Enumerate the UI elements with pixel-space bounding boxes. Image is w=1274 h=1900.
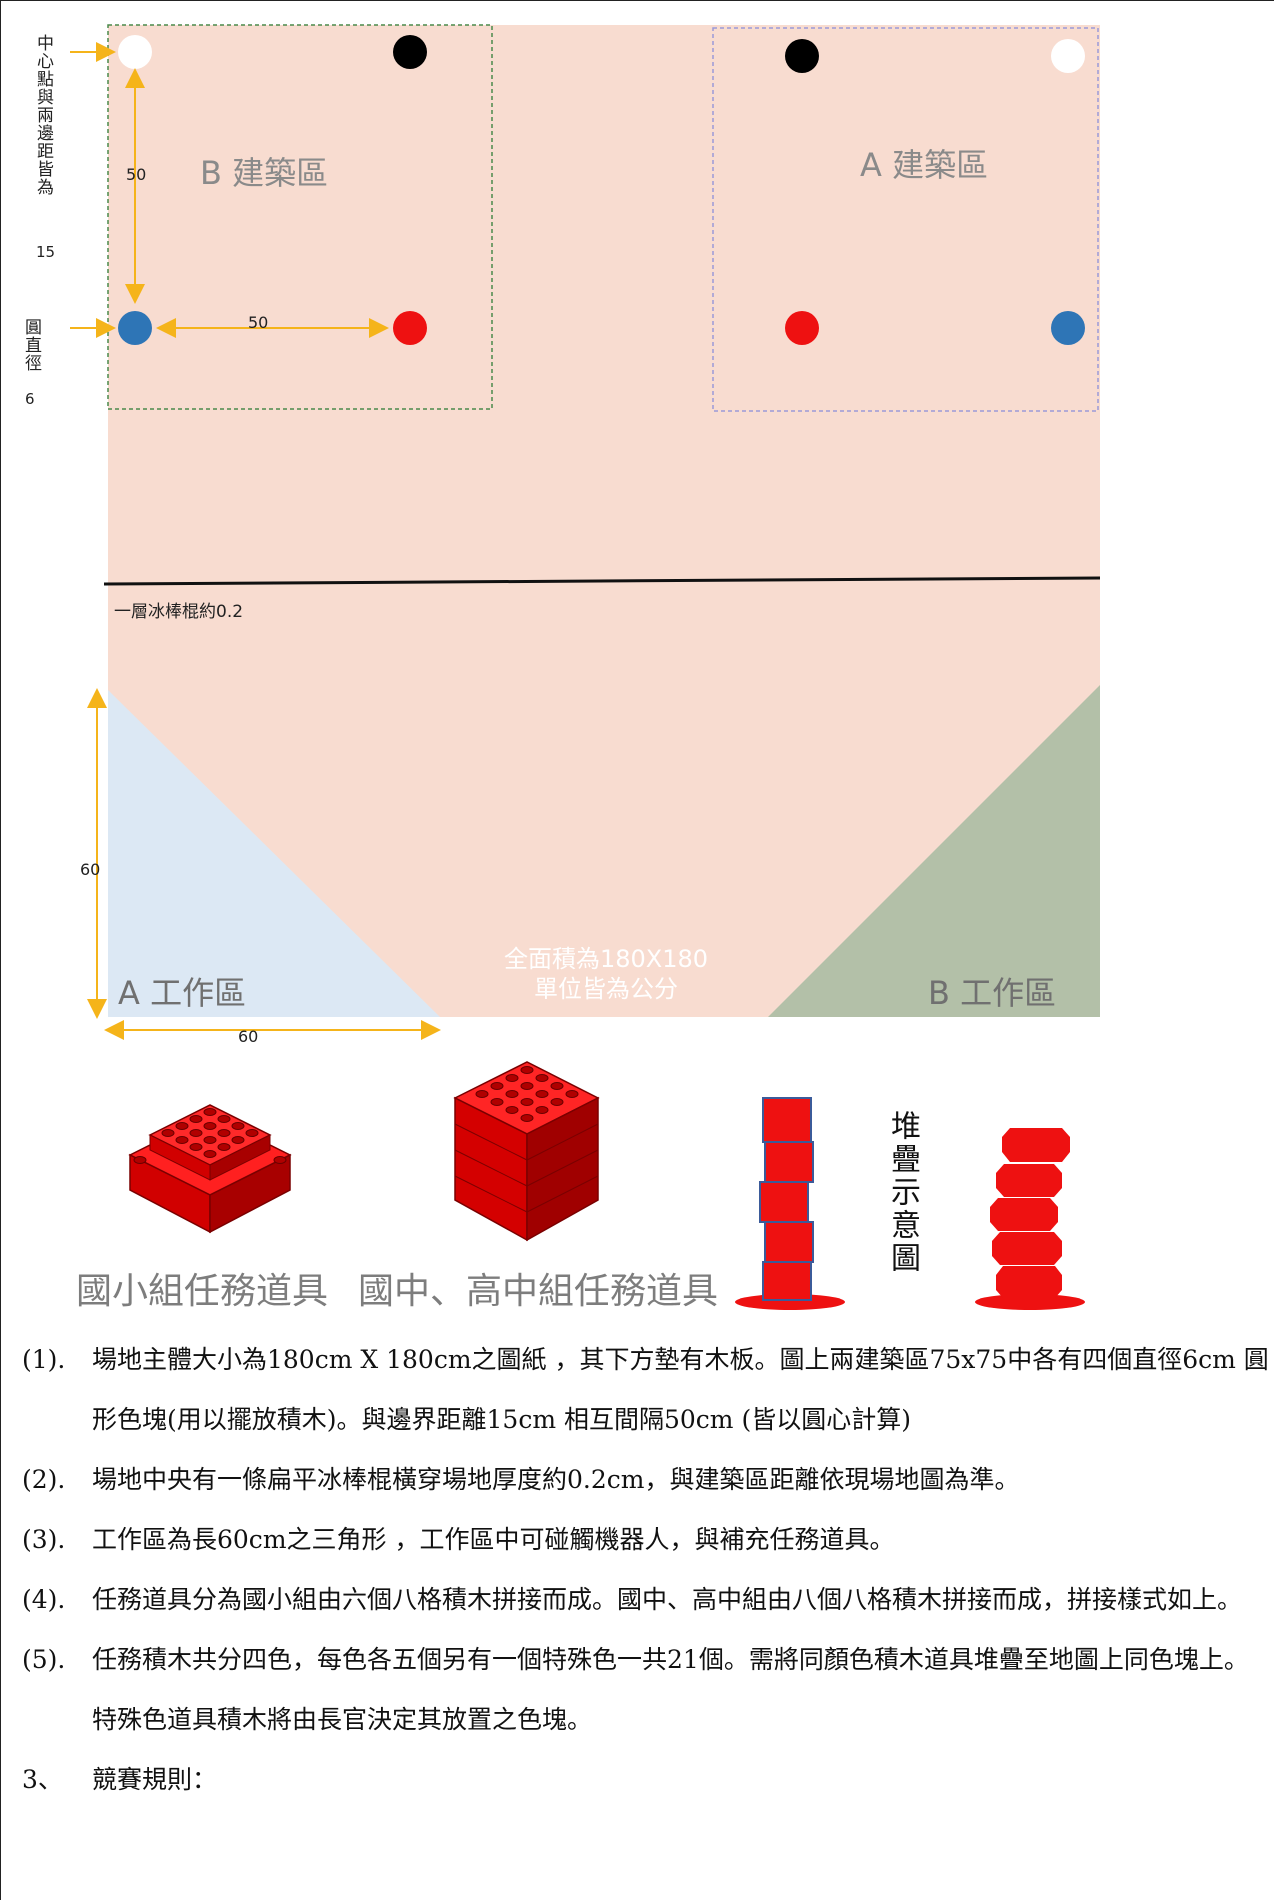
stack-diagram-caption: 堆疊示意圖 [885, 1110, 920, 1275]
a-work-zone [108, 690, 440, 1017]
dim-label-vertical-60: 60 [80, 860, 101, 879]
section-number: 3、 [22, 1765, 63, 1794]
rule-number: (3). [22, 1525, 66, 1554]
rule-item: (1). 場地主體大小為180cm X 180cm之圖紙 ，其下方墊有木板。圖上… [22, 1330, 1272, 1450]
b-build-zone-label: B 建築區 [200, 154, 329, 192]
junior-senior-prop-caption: 國中、高中組任務道具 [358, 1271, 719, 1312]
circle-diameter-value: 6 [25, 390, 35, 408]
area-note-line2: 單位皆為公分 [534, 975, 678, 1003]
rule-number: (4). [22, 1585, 66, 1614]
section-heading: 3、 競賽規則： [22, 1750, 1272, 1810]
b-work-zone-label: B 工作區 [928, 974, 1057, 1012]
stack-diagram-octagon [975, 1128, 1085, 1310]
a-red-spot [785, 311, 819, 345]
a-work-zone-label: A 工作區 [118, 974, 247, 1012]
b-red-spot [393, 311, 427, 345]
circle-diameter-note: 圓直徑 [21, 318, 41, 372]
a-blue-spot [1051, 311, 1085, 345]
a-white-spot [1051, 39, 1085, 73]
elementary-prop-caption: 國小組任務道具 [76, 1271, 329, 1312]
rule-text: 場地中央有一條扁平冰棒棍橫穿場地厚度約0.2cm，與建築區距離依現場地圖為準。 [92, 1465, 1020, 1494]
section-title: 競賽規則： [92, 1765, 218, 1794]
rule-item: (2). 場地中央有一條扁平冰棒棍橫穿場地厚度約0.2cm，與建築區距離依現場地… [22, 1450, 1272, 1510]
junior-senior-prop-image [453, 1061, 600, 1242]
dim-label-vertical-50: 50 [126, 165, 147, 184]
b-white-spot [118, 35, 152, 69]
rule-number: (5). [22, 1645, 66, 1674]
field-diagram [70, 24, 1101, 1310]
a-black-spot [785, 39, 819, 73]
rule-text: 工作區為長60cm之三角形 ，工作區中可碰觸機器人，與補充任務道具。 [92, 1525, 895, 1554]
dim-label-horizontal-60: 60 [238, 1027, 259, 1046]
a-build-zone-label: A 建築區 [860, 146, 989, 184]
b-black-spot [393, 35, 427, 69]
a-build-zone [712, 27, 1099, 412]
rule-text: 任務道具分為國小組由六個八格積木拼接而成。國中、高中組由八個八格積木拼接而成，拼… [92, 1585, 1243, 1614]
elementary-prop-image [128, 1104, 292, 1234]
center-distance-value: 15 [36, 243, 56, 261]
rule-text: 場地主體大小為180cm X 180cm之圖紙 ，其下方墊有木板。圖上兩建築區7… [92, 1345, 1269, 1434]
rule-number: (1). [22, 1345, 66, 1374]
area-note-line1: 全面積為180X180 [503, 945, 709, 973]
rule-item: (4). 任務道具分為國小組由六個八格積木拼接而成。國中、高中組由八個八格積木拼… [22, 1570, 1272, 1630]
center-distance-note: 中心點與兩邊距皆為 [33, 34, 53, 196]
rules-list: (1). 場地主體大小為180cm X 180cm之圖紙 ，其下方墊有木板。圖上… [22, 1330, 1272, 1810]
dim-label-horizontal-50: 50 [248, 313, 269, 332]
rule-text: 任務積木共分四色，每色各五個另有一個特殊色一共21個。需將同顏色積木道具堆疊至地… [92, 1645, 1249, 1734]
stack-diagram-square [735, 1097, 845, 1310]
rule-item: (3). 工作區為長60cm之三角形 ，工作區中可碰觸機器人，與補充任務道具。 [22, 1510, 1272, 1570]
rule-item: (5). 任務積木共分四色，每色各五個另有一個特殊色一共21個。需將同顏色積木道… [22, 1630, 1272, 1750]
b-blue-spot [118, 311, 152, 345]
rule-number: (2). [22, 1465, 66, 1494]
stick-thickness-label: 一層冰棒棍約0.2 [114, 602, 244, 622]
popsicle-stick-line [103, 576, 1101, 586]
b-build-zone [107, 24, 493, 410]
b-work-zone [768, 685, 1100, 1017]
